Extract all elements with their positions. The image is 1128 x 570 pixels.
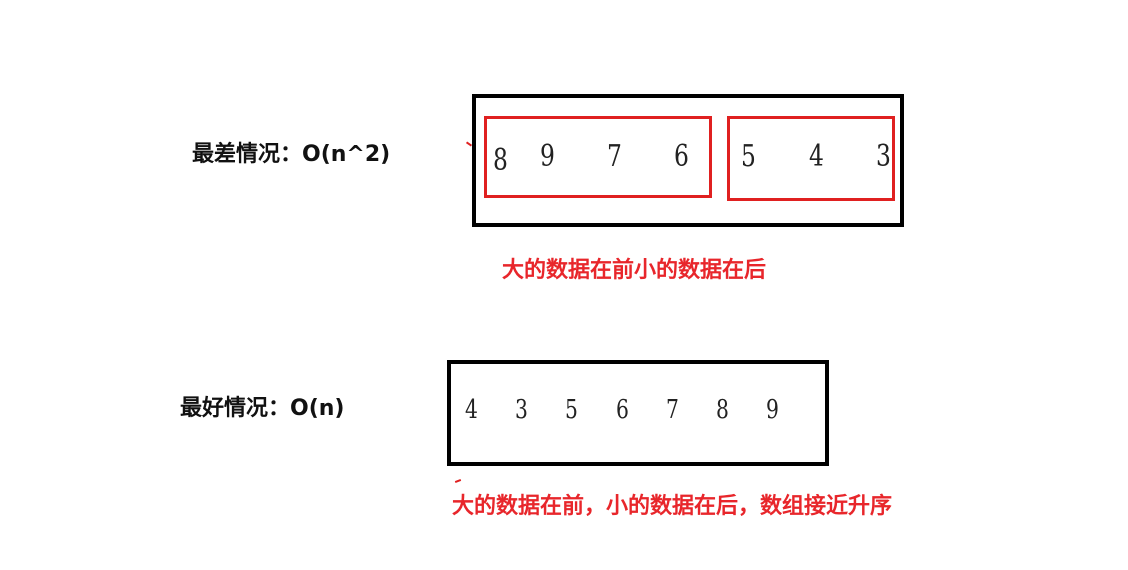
array-element: 5	[565, 395, 578, 425]
array-element: 5	[741, 139, 756, 174]
worst-case-label: 最差情况：O(n^2)	[192, 142, 391, 167]
array-element: 3	[876, 139, 891, 174]
array-element: 8	[716, 395, 729, 425]
large-values-group-box	[484, 116, 712, 198]
worst-case-array-box	[472, 94, 904, 227]
best-case-caption: 大的数据在前，小的数据在后，数组接近升序	[452, 494, 893, 519]
best-case-label: 最好情况：O(n)	[180, 396, 345, 421]
array-element: 4	[465, 395, 478, 425]
array-element: 7	[607, 139, 622, 174]
array-element: 7	[666, 395, 679, 425]
array-element: 6	[674, 139, 689, 174]
array-element: 3	[515, 395, 528, 425]
small-values-group-box	[727, 116, 895, 201]
red-tick-mark	[454, 479, 462, 483]
worst-case-caption: 大的数据在前小的数据在后	[502, 258, 767, 283]
array-element: 8	[493, 143, 508, 178]
array-element: 4	[809, 139, 824, 174]
best-case-array-box	[447, 360, 829, 466]
array-element: 9	[766, 395, 779, 425]
array-element: 6	[616, 395, 629, 425]
array-element: 9	[540, 139, 555, 174]
